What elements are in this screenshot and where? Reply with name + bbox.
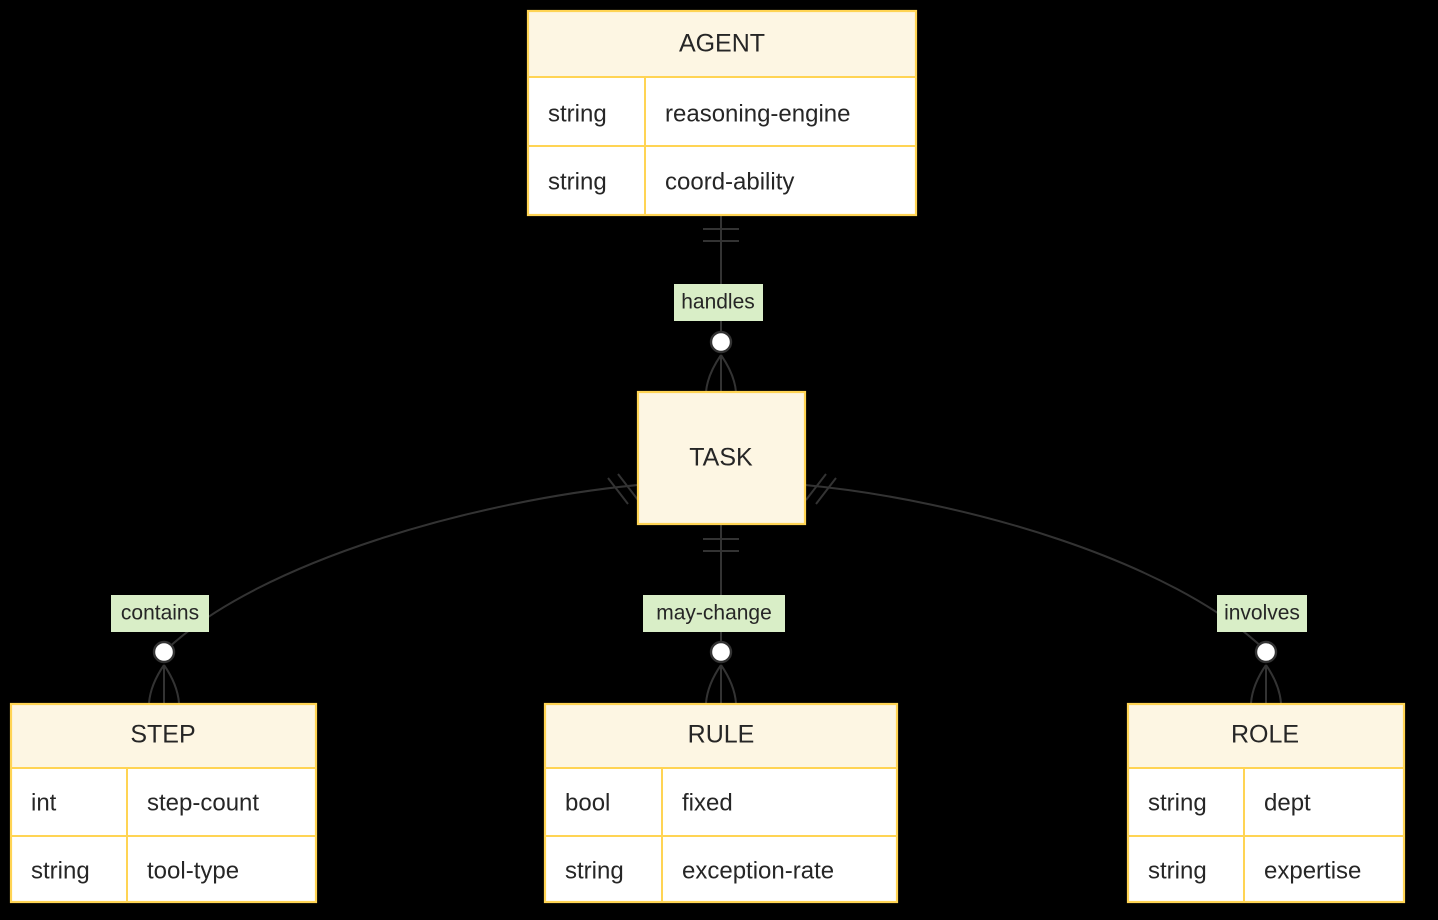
role-attr-1-type: string — [1148, 857, 1207, 884]
rule-title: RULE — [688, 721, 755, 749]
rule-attr-1-type: string — [565, 857, 624, 884]
entity-agent[interactable]: AGENT string reasoning-engine string coo… — [526, 9, 918, 217]
entity-role[interactable]: ROLE string dept string expertise — [1126, 702, 1406, 904]
role-title: ROLE — [1231, 721, 1299, 749]
agent-outline — [526, 9, 918, 217]
may-change-label-bg — [643, 595, 785, 632]
handles-crowsfoot — [705, 354, 737, 393]
entity-task[interactable]: TASK — [636, 390, 807, 526]
agent-header-fill — [528, 11, 916, 77]
rule-attr-1-name: exception-rate — [682, 857, 834, 884]
agent-title: AGENT — [679, 30, 765, 58]
rule-attr-0-name: fixed — [682, 789, 733, 816]
may-change-zero-circle — [709, 640, 733, 664]
rule-header-fill — [545, 704, 897, 768]
role-header-fill — [1128, 704, 1404, 768]
entity-rule[interactable]: RULE bool fixed string exception-rate — [543, 702, 899, 904]
role-outline — [1126, 702, 1406, 904]
task-box — [636, 390, 807, 526]
handles-zero-circle — [709, 330, 733, 354]
entity-step[interactable]: STEP int step-count string tool-type — [9, 702, 318, 904]
task-title: TASK — [689, 444, 753, 472]
role-attr-0-type: string — [1148, 789, 1207, 816]
rule-attr-0-type: bool — [565, 789, 610, 816]
rule-outline — [543, 702, 899, 904]
may-change-exactly-one-marker — [703, 538, 739, 552]
step-attr-0-type: int — [31, 789, 57, 816]
involves-exactly-one-marker — [805, 473, 837, 505]
step-attr-1-name: tool-type — [147, 857, 239, 884]
relationship-label-involves: involves — [1217, 595, 1307, 632]
relationship-label-may-change: may-change — [643, 595, 785, 632]
step-title: STEP — [130, 721, 195, 749]
involves-connector — [804, 484, 1267, 652]
step-header-fill — [11, 704, 316, 768]
may-change-label: may-change — [656, 602, 772, 625]
contains-exactly-one-marker — [607, 473, 639, 505]
involves-zero-circle — [1254, 640, 1278, 664]
contains-zero-circle — [152, 640, 176, 664]
relationship-label-handles: handles — [674, 284, 763, 321]
role-attr-0-name: dept — [1264, 789, 1311, 816]
handles-label-bg — [674, 284, 763, 321]
handles-label: handles — [681, 291, 755, 314]
contains-label: contains — [121, 602, 199, 625]
relationship-label-contains: contains — [111, 595, 209, 632]
relationship-contains[interactable] — [148, 473, 639, 704]
agent-attr-0-type: string — [548, 100, 607, 127]
involves-label-bg — [1217, 595, 1307, 632]
agent-attr-1-name: coord-ability — [665, 168, 794, 195]
step-attr-1-type: string — [31, 857, 90, 884]
step-attr-0-name: step-count — [147, 789, 259, 816]
handles-exactly-one-marker — [703, 228, 739, 242]
may-change-crowsfoot — [705, 664, 737, 704]
step-outline — [9, 702, 318, 904]
contains-crowsfoot — [148, 664, 180, 704]
involves-crowsfoot — [1250, 664, 1282, 704]
relationship-involves[interactable] — [804, 473, 1282, 704]
agent-attr-1-type: string — [548, 168, 607, 195]
involves-label: involves — [1224, 602, 1300, 625]
role-attr-1-name: expertise — [1264, 857, 1361, 884]
agent-attr-0-name: reasoning-engine — [665, 100, 850, 127]
contains-connector — [164, 484, 639, 652]
contains-label-bg — [111, 595, 209, 632]
relationship-may-change[interactable] — [703, 524, 739, 704]
